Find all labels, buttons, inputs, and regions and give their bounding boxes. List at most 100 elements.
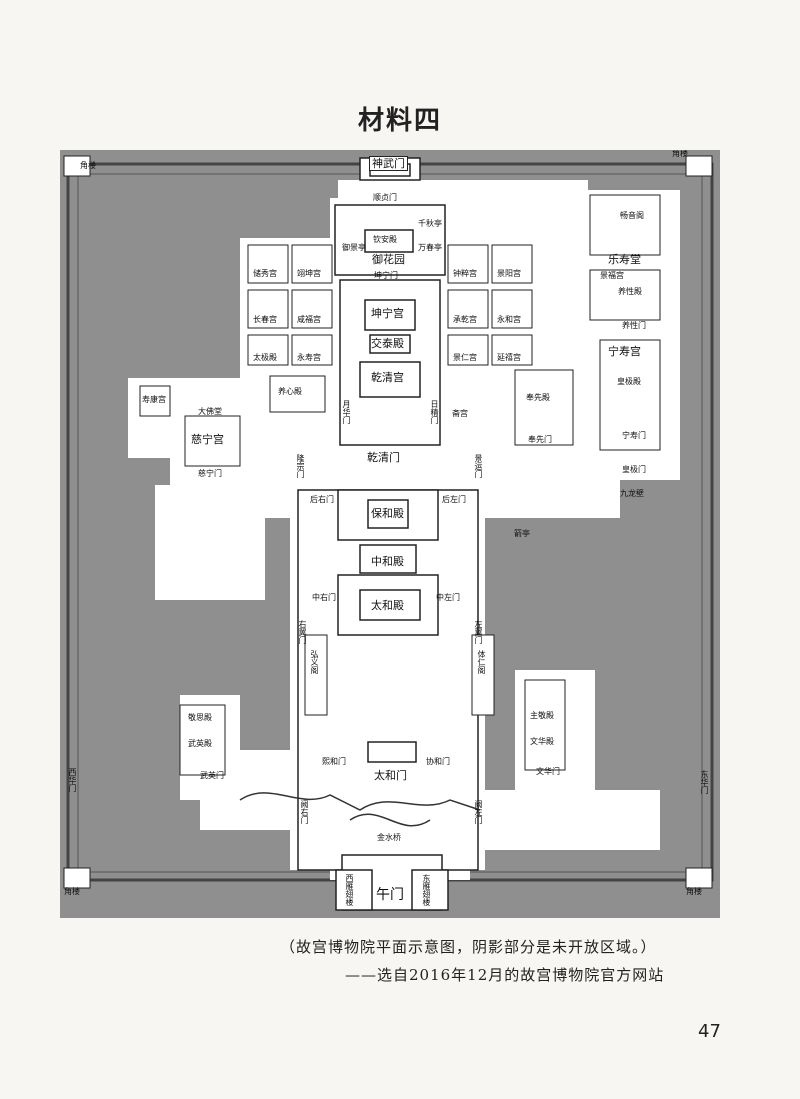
page-title: 材料四	[357, 106, 442, 136]
yangxindian-building	[269, 375, 326, 413]
label-cininggong: 慈宁宫	[191, 433, 224, 446]
label-taijidian: 太极殿	[253, 353, 277, 362]
shoukanggong-building	[139, 385, 171, 417]
label-xianfugong: 咸福宫	[297, 315, 321, 324]
forbidden-city-map: 神武门 角楼 角楼 角楼 角楼 顺贞门 钦安殿 御花园 御景亭 万春亭 坤宁门 …	[60, 150, 720, 918]
label-jiaolou-sw: 角楼	[64, 887, 80, 896]
label-yangxindian: 养心殿	[278, 387, 302, 396]
label-jingsidian: 敬思殿	[188, 713, 212, 722]
label-chengqiangong: 承乾宫	[453, 315, 477, 324]
label-zuoyimen: 左翼门	[474, 620, 483, 644]
label-zhujingdian: 主敬殿	[530, 711, 554, 720]
label-wenhuamen: 文华门	[536, 767, 560, 776]
label-cining-gate: 慈宁门	[198, 469, 222, 478]
label-houzuomen: 后左门	[442, 495, 466, 504]
label-jiaolou-se: 角楼	[686, 887, 702, 896]
label-jingrengong: 景仁宫	[453, 353, 477, 362]
corner-towers	[63, 155, 713, 889]
label-kunninggong: 坤宁宫	[371, 307, 404, 320]
label-yuhuayuan: 御花园	[372, 253, 405, 266]
qianqinggong-building	[359, 361, 421, 398]
label-queyoumen: 阙右门	[300, 800, 309, 824]
label-rijingmen: 日精门	[430, 400, 439, 424]
map-caption: （故宫博物院平面示意图，阴影部分是未开放区域。）	[280, 938, 657, 956]
kunninggong-building	[364, 299, 416, 331]
label-quehuamen: 阙左门	[474, 800, 483, 824]
label-shenwumen: 神武门	[369, 156, 408, 171]
label-shunzhenmen: 顺贞门	[373, 193, 397, 202]
label-jingfugong: 景福宫	[600, 271, 624, 280]
label-zhaigong: 斋宫	[452, 409, 468, 418]
label-hongyige: 弘义阁	[310, 650, 319, 674]
label-dafotang: 大佛堂	[198, 407, 222, 416]
label-wumen: 午门	[376, 887, 404, 903]
label-huangjimen: 皇极门	[622, 465, 646, 474]
label-shoukanggong: 寿康宫	[142, 395, 166, 404]
label-donghuamen: 东华门	[700, 770, 709, 794]
label-jiulongbi: 九龙壁	[620, 489, 644, 498]
label-jiaotaidian: 交泰殿	[371, 337, 404, 350]
label-jiaolou-ne: 角楼	[672, 150, 688, 158]
label-qianqinggong: 乾清宫	[371, 371, 404, 384]
label-dongyanchilou: 东雁翅楼	[422, 874, 431, 906]
label-yanxigong: 延禧宫	[497, 353, 521, 362]
label-zhongcuigong: 钟粹宫	[453, 269, 477, 278]
label-qianchimen: 千秋亭	[418, 219, 442, 228]
label-leshoutang: 乐寿堂	[608, 253, 641, 266]
label-qianqingmen: 乾清门	[367, 451, 400, 464]
label-changyinge: 畅音阁	[620, 211, 644, 220]
label-taihemen: 太和门	[374, 769, 407, 782]
map-svg	[63, 155, 714, 911]
label-yujingting: 御景亭	[342, 243, 366, 252]
label-yangxingdian: 养性殿	[618, 287, 642, 296]
label-ningshougong: 宁寿宫	[608, 345, 641, 358]
qinandian-building	[364, 229, 414, 253]
dongyanchilou-building	[411, 869, 449, 911]
label-wanchunting: 万春亭	[418, 243, 442, 252]
label-jinshuiqiao: 金水桥	[377, 833, 401, 842]
zhonghedian-building	[359, 544, 417, 574]
label-fengxianmen: 奉先门	[528, 435, 552, 444]
label-yongshougong: 永寿宫	[297, 353, 321, 362]
baohedian-building	[367, 499, 409, 529]
central-buildings	[297, 157, 479, 911]
jinshuiqiao-river	[349, 813, 431, 827]
label-tirenge: 体仁阁	[477, 650, 486, 674]
label-zhongyoumen: 中右门	[312, 593, 336, 602]
label-chuxiugong: 储秀宫	[253, 269, 277, 278]
label-wenhuadian: 文华殿	[530, 737, 554, 746]
fengxiandian-building	[514, 369, 574, 446]
label-taihedian: 太和殿	[371, 599, 404, 612]
label-longzongmen: 隆宗门	[296, 454, 305, 478]
ningshougong-building	[599, 339, 661, 451]
label-jingyanggong: 景阳宫	[497, 269, 521, 278]
label-jingyunmen: 景运门	[474, 454, 483, 478]
taihedian-building	[359, 589, 421, 621]
label-jianting: 箭亭	[514, 529, 530, 538]
yangxingdian-building	[589, 269, 661, 321]
xiyanchilou-building	[335, 869, 373, 911]
label-ningshoumen: 宁寿门	[622, 431, 646, 440]
inner-golden-river	[239, 792, 481, 811]
label-xihuamen: 西华门	[68, 768, 77, 792]
wenhuadian-building	[524, 679, 566, 771]
side-buildings	[139, 194, 661, 776]
label-qinandian: 钦安殿	[373, 235, 397, 244]
leshoutang-area	[589, 194, 661, 256]
label-zhongzuomen: 中左门	[436, 593, 460, 602]
page-number: 47	[698, 1021, 721, 1042]
label-houyoumen: 后右门	[310, 495, 334, 504]
tirenge-building	[471, 634, 495, 716]
map-source: ——选自2016年12月的故宫博物院官方网站	[345, 966, 665, 984]
jiaotaidian-building	[369, 334, 411, 354]
cininggong-building	[184, 415, 241, 467]
label-yikungong: 翊坤宫	[297, 269, 321, 278]
label-jiaolou-nw: 角楼	[80, 161, 96, 170]
label-baohedian: 保和殿	[371, 507, 404, 520]
label-fengxiandian: 奉先殿	[526, 393, 550, 402]
label-changchungong: 长春宫	[253, 315, 277, 324]
label-yonghegong: 永和宫	[497, 315, 521, 324]
label-wuyingmen: 武英门	[200, 771, 224, 780]
label-yuehuamen: 月华门	[342, 400, 351, 424]
label-xiyanchilou: 西雁翅楼	[345, 874, 354, 906]
